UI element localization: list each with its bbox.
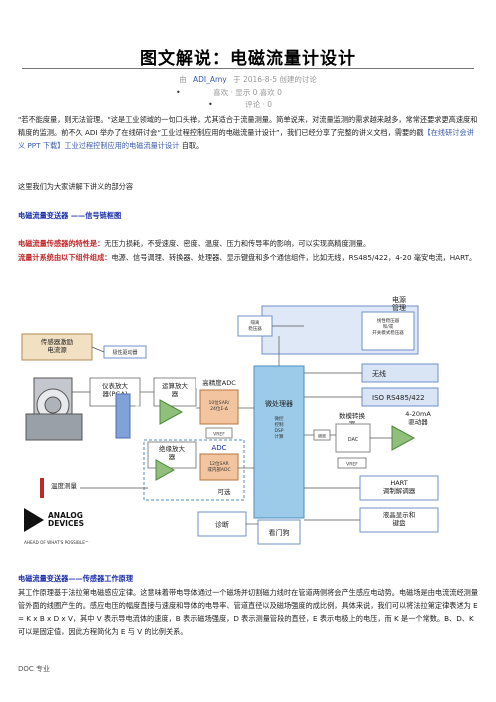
components-text: 电源、信号调理、转换器、处理器、显示键盘和多个通信组件，比如无线，RS485/4… [111,253,477,262]
adc-main-block [199,389,239,425]
isolation-regulator-label: 隔离稳压器 [248,319,262,332]
features-text: 无压力损耗，不受速度、密度、温度、压力和传导率的影响，可以实现高精度测量。 [104,239,371,248]
vref-block-2 [337,457,367,469]
byline: 由 ADI_Amy 于 2016-8-5 创建的讨论 [0,74,496,85]
vref-block-1 [205,427,233,439]
byline-date: 于 2016-8-5 创建的讨论 [233,75,317,84]
wireless-label: 无线 [372,369,386,378]
vref-label-2: VREF [346,462,358,468]
regulator-block [361,311,415,351]
sensor-features-paragraph: 电磁流量传感器的特性是：无压力损耗，不受速度、密度、温度、压力和传导率的影响，可… [18,237,478,250]
watchdog-block [257,519,301,545]
regulator-label: 线性稳压器和/或开关模式稳压器 [372,317,404,336]
page-title: 图文解说：电磁流量计设计 [140,49,356,69]
principle-paragraph: 其工作原理基于法拉第电磁感应定律。这意味着带电导体通过一个磁场并切割磁力线时在管… [18,588,479,636]
isolation-filter-label: 隔离滤波器 [134,404,141,427]
dac-block [335,423,371,453]
instrumentation-amp-block [89,377,141,407]
lcd-keyboard-block [359,507,439,533]
features-label: 电磁流量传感器的特性是： [18,239,105,248]
analog-devices-tagline: AHEAD OF WHAT'S POSSIBLE™ [24,540,89,545]
components-paragraph: 流量计系统由以下组件组成：电源、信号调理、转换器、处理器、显示键盘和多个通信组件… [18,251,478,264]
watchdog-label: 看门狗 [269,528,290,537]
byline-prefix: 由 [179,75,187,84]
optional-region [143,439,245,501]
op-amp-symbol [159,399,184,425]
temperature-label: 温度测量 [51,481,78,490]
isolated-amp-label: 绝缘放大器 [159,444,186,461]
optional-label: 可选 [218,487,232,496]
bullet-icon: • [176,88,181,97]
sensor-excitation-label: 传感器激励电流源 [41,337,74,354]
vref-label-1: VREF [213,432,225,438]
dac-label: DAC [348,437,359,443]
microprocessor-block [253,365,305,519]
section-heading-signal-chain: 电磁流量变送器 ——信号链框图 [18,211,122,220]
isolation-label: 隔离 [318,433,326,439]
intro-text: "若不能度量，则无法管理。"这是工业领域的一句口头禅，尤其适合于流量测量。简单说… [18,115,478,137]
hart-modem-block [359,475,439,501]
title-rule [22,68,474,69]
adc-main-sub: 10位SAR/24位Σ-Δ [209,399,230,412]
polarity-driver-label: 极性驱动器 [112,349,137,356]
stats-line-1: • 喜欢 · 显示 0 喜欢 0 [176,87,282,98]
likes-text[interactable]: 喜欢 · 显示 0 喜欢 0 [213,88,282,97]
signal-connectors [72,325,392,525]
stats-line-2: • 评论 · 0 [208,99,272,110]
components-label: 流量计系统由以下组件组成： [18,253,112,262]
adc-aux-title: ADC [211,444,226,452]
isolated-amp-symbol [155,459,176,481]
analog-devices-logo-icon [24,508,44,532]
intro-paragraph: "若不能度量，则无法管理。"这是工业领域的一句口头禅，尤其适合于流量测量。简单说… [18,113,478,152]
adc-aux-block [199,453,239,481]
signal-chain-diagram: 电源管理 线性稳压器和/或开关模式稳压器 隔离稳压器 传感器激励电流源 极性驱动… [20,282,444,554]
diagnostics-label: 诊断 [215,520,229,529]
adc-main-title: 高精度ADC [202,378,236,387]
lead-paragraph: 这里我们为大家讲解下讲义的部分容 [18,182,134,191]
thermometer-icon [40,478,44,498]
section-heading-principle: 电磁流量变送器——传感器工作原理 [18,574,134,583]
ppt-download-link[interactable]: 【在线研讨会讲义 PPT 下载】工业过程控制应用的电磁流量计设计 [18,128,474,150]
op-amp-block [153,377,197,407]
rs485-label: ISO RS485/422 [372,394,425,402]
microprocessor-label: 微处理器 [265,399,293,408]
author-link[interactable]: ADI_Amy [192,75,227,84]
op-amp-label: 运算放大器 [162,381,189,398]
footer-label: DOC 专业 [18,665,51,673]
diagnostics-block [197,511,247,537]
isolation-filter-block [115,393,131,439]
power-label: 电源管理 [392,295,406,312]
isolation-regulator-block [237,315,273,337]
lcd-keyboard-label: 液晶显示和键盘 [383,510,416,527]
bullet-icon: • [208,100,213,109]
instrumentation-amp-label: 仪表放大器(PGA) [102,381,129,398]
intro-text-end: 自取。 [181,141,204,150]
comments-text[interactable]: 评论 · 0 [245,100,273,109]
